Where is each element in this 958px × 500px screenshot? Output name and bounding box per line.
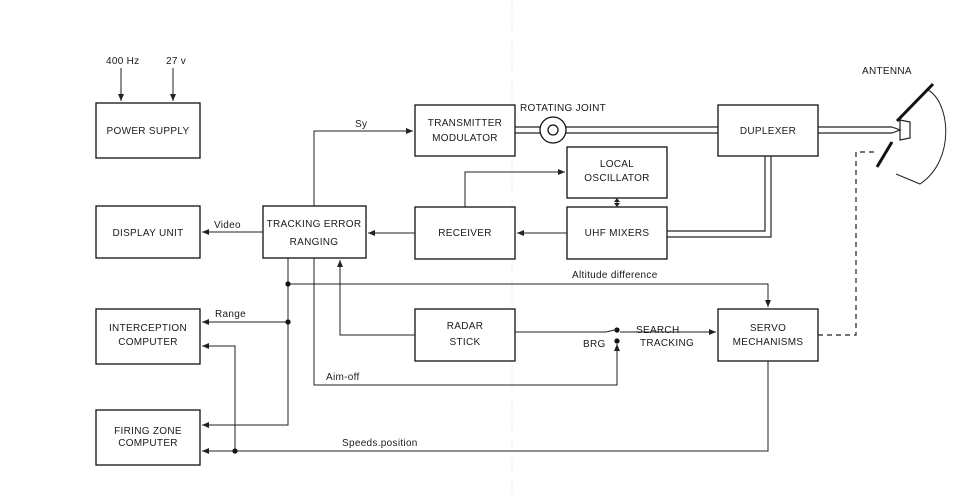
range-label: Range bbox=[215, 309, 246, 320]
power-supply-block: POWER SUPPLY bbox=[95, 102, 201, 159]
firing-zone-label-1: FIRING ZONE bbox=[114, 426, 182, 437]
brg-label: BRG bbox=[583, 339, 606, 350]
interception-label-1: INTERCEPTION bbox=[109, 323, 187, 334]
transmitter-label-2: MODULATOR bbox=[432, 133, 498, 144]
interception-computer-block: INTERCEPTION COMPUTER bbox=[95, 308, 201, 365]
display-unit-label: DISPLAY UNIT bbox=[112, 228, 183, 239]
servo-label-1: SERVO bbox=[750, 323, 786, 334]
aim-off-arrow bbox=[313, 258, 620, 386]
video-label: Video bbox=[214, 220, 241, 231]
antenna-icon bbox=[875, 82, 947, 185]
firing-zone-computer-block: FIRING ZONE COMPUTER bbox=[95, 409, 201, 466]
antenna-label: ANTENNA bbox=[862, 66, 912, 77]
display-unit-block: DISPLAY UNIT bbox=[95, 205, 201, 259]
uhf-mixers-block: UHF MIXERS bbox=[566, 206, 668, 260]
servo-mechanisms-block: SERVO MECHANISMS bbox=[717, 308, 819, 362]
duplexer-label: DUPLEXER bbox=[740, 126, 796, 137]
local-oscillator-block: LOCAL OSCILLATOR bbox=[566, 146, 668, 199]
speeds-to-interception-arrow bbox=[202, 343, 236, 451]
altitude-difference-arrow bbox=[287, 258, 771, 307]
local-oscillator-label-2: OSCILLATOR bbox=[584, 173, 649, 184]
tracking-label-2: RANGING bbox=[290, 237, 339, 248]
waveguide bbox=[515, 126, 902, 134]
tracking-label-1: TRACKING ERROR bbox=[267, 219, 362, 230]
servo-to-antenna-dashed-link bbox=[818, 151, 878, 336]
duplexer-to-uhf-path bbox=[667, 156, 772, 238]
radar-stick-label-2: STICK bbox=[450, 337, 481, 348]
local-oscillator-label-1: LOCAL bbox=[600, 159, 634, 170]
input-400hz-label: 400 Hz bbox=[106, 56, 140, 67]
power-supply-label: POWER SUPPLY bbox=[107, 126, 190, 137]
search-tracking-switch-icon bbox=[605, 327, 620, 344]
receiver-label: RECEIVER bbox=[438, 228, 492, 239]
sy-label: Sy bbox=[355, 119, 367, 130]
lo-uhf-arrow-down bbox=[614, 203, 620, 207]
search-label: SEARCH bbox=[636, 325, 679, 336]
radar-stick-to-tracking-arrow bbox=[337, 260, 415, 336]
rotating-joint-icon bbox=[539, 116, 567, 144]
radar-stick-block: RADAR STICK bbox=[414, 308, 516, 362]
rotating-joint-label: ROTATING JOINT bbox=[520, 103, 606, 114]
transmitter-label-1: TRANSMITTER bbox=[428, 118, 502, 129]
interception-label-2: COMPUTER bbox=[118, 337, 178, 348]
receiver-to-lo-arrow bbox=[464, 169, 565, 207]
input-27v-label: 27 v bbox=[166, 56, 186, 67]
speeds-position-arrow bbox=[202, 361, 769, 454]
duplexer-block: DUPLEXER bbox=[717, 104, 819, 157]
radar-stick-label-1: RADAR bbox=[447, 321, 484, 332]
uhf-mixers-label: UHF MIXERS bbox=[585, 228, 650, 239]
firing-zone-label-2: COMPUTER bbox=[118, 438, 178, 449]
receiver-block: RECEIVER bbox=[414, 206, 516, 260]
sy-arrow bbox=[313, 128, 413, 206]
transmitter-modulator-block: TRANSMITTER MODULATOR bbox=[414, 104, 516, 157]
tracking-error-ranging-block: TRACKING ERROR RANGING bbox=[262, 205, 367, 259]
lo-uhf-arrow-up bbox=[614, 198, 620, 202]
altitude-label: Altitude difference bbox=[572, 270, 658, 281]
range-to-firing-arrow bbox=[202, 322, 289, 428]
servo-label-2: MECHANISMS bbox=[733, 337, 804, 348]
tracking-mode-label: TRACKING bbox=[640, 338, 694, 349]
aim-off-label: Aim-off bbox=[326, 372, 360, 383]
speeds-label: Speeds.position bbox=[342, 438, 418, 449]
